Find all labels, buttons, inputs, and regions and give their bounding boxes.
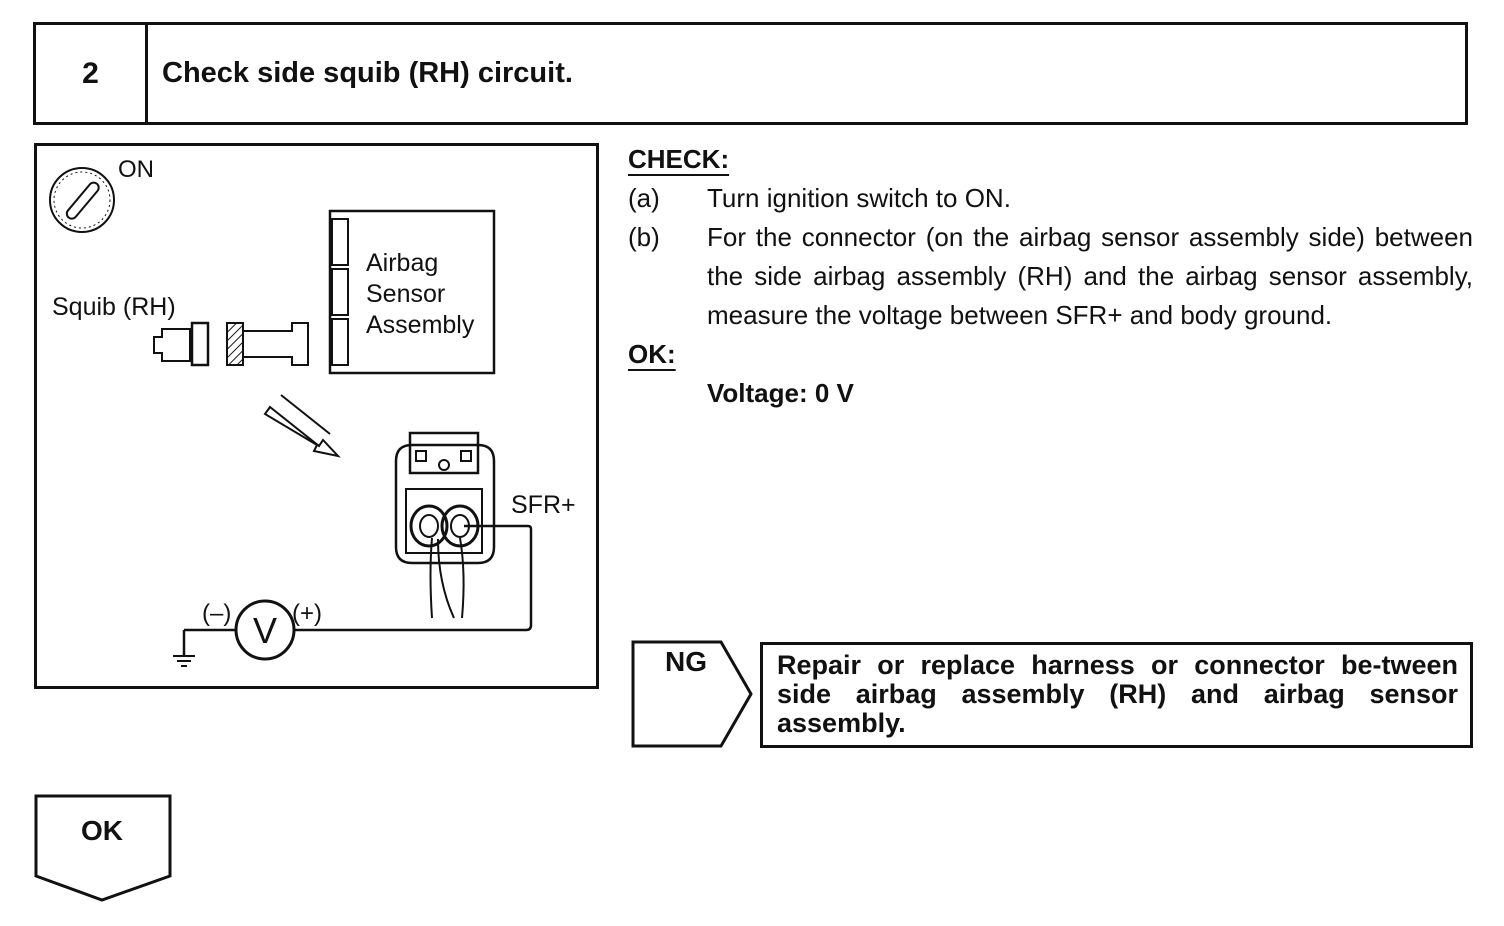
- squib-label: Squib (RH): [52, 293, 176, 321]
- ignition-switch-icon: [49, 167, 115, 233]
- check-step-b: (b) For the connector (on the airbag sen…: [628, 218, 1473, 335]
- ok-label: OK: [81, 815, 123, 846]
- voltage-spec: Voltage: 0 V: [707, 378, 854, 408]
- step-header: 2 Check side squib (RH) circuit.: [33, 22, 1468, 125]
- step-a-text: Turn ignition switch to ON.: [707, 183, 1011, 213]
- plus-label: (+): [292, 600, 322, 627]
- ng-action-box: Repair or replace harness or connector b…: [760, 642, 1473, 748]
- voltmeter-symbol: V: [253, 610, 277, 651]
- step-a-mark: (a): [628, 183, 660, 213]
- step-number: 2: [36, 25, 148, 122]
- sfr-plus-label: SFR+: [511, 491, 576, 519]
- sensor-side-connector: [394, 431, 496, 619]
- check-procedure: CHECK: (a) Turn ignition switch to ON. (…: [628, 140, 1473, 413]
- wiring-diagram: ON Airbag Sensor Assembly Squib (RH): [34, 143, 599, 689]
- view-arrow-icon: [263, 394, 341, 458]
- sensor-label-1: Airbag: [366, 249, 438, 277]
- sensor-label-3: Assembly: [366, 311, 475, 339]
- airbag-sensor-assembly: Airbag Sensor Assembly: [328, 209, 496, 375]
- ng-arrow-box: [631, 640, 753, 748]
- check-heading: CHECK:: [628, 144, 730, 174]
- step-title: Check side squib (RH) circuit.: [162, 57, 573, 89]
- check-step-a: (a) Turn ignition switch to ON.: [628, 179, 1473, 218]
- sensor-label-2: Sensor: [366, 280, 445, 308]
- step-b-mark: (b): [628, 222, 660, 252]
- diagram-frame: [34, 143, 599, 689]
- ignition-on-label: ON: [118, 156, 154, 183]
- minus-label: (–): [202, 600, 231, 627]
- test-lead-wire: [294, 524, 533, 632]
- ok-heading: OK:: [628, 339, 676, 369]
- step-b-text: For the connector (on the airbag sensor …: [707, 222, 1473, 330]
- ok-arrow-box: [34, 794, 172, 902]
- ng-label: NG: [665, 646, 707, 677]
- squib-connector: [153, 321, 309, 367]
- voltmeter-icon: V: [173, 599, 296, 667]
